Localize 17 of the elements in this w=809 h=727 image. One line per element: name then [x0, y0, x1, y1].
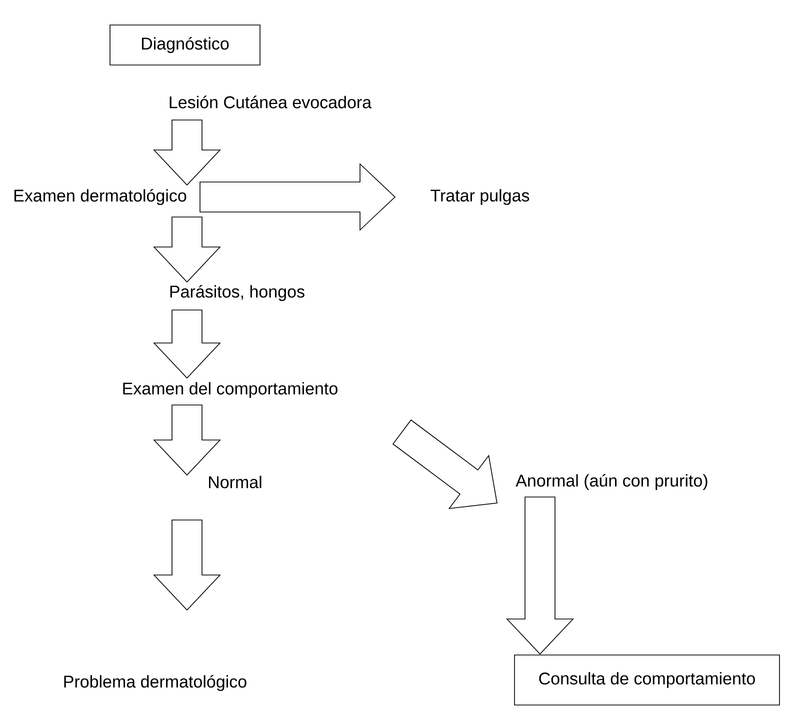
step-label: Problema dermatológico — [64, 674, 246, 692]
step-label: Tratar pulgas — [430, 189, 530, 205]
block-arrow — [153, 520, 221, 611]
block-arrow — [153, 216, 221, 283]
text-box: Diagnóstico — [110, 24, 260, 66]
block-arrow — [506, 496, 574, 655]
step-label: Anormal (aún con prurito) — [516, 474, 708, 490]
step-label: Normal — [209, 476, 262, 488]
block-arrow — [200, 163, 396, 231]
block-arrow — [153, 310, 221, 379]
step-label: Parásitos, hongos — [170, 284, 304, 302]
step-label: Examen dermatológico — [14, 188, 186, 206]
text-box: Consulta de comportamiento — [514, 654, 780, 706]
step-label: Examen del comportamiento — [123, 382, 338, 398]
block-arrow — [153, 404, 221, 476]
block-arrow — [153, 120, 221, 186]
step-label: Lesión Cutánea evocadora — [170, 96, 372, 108]
